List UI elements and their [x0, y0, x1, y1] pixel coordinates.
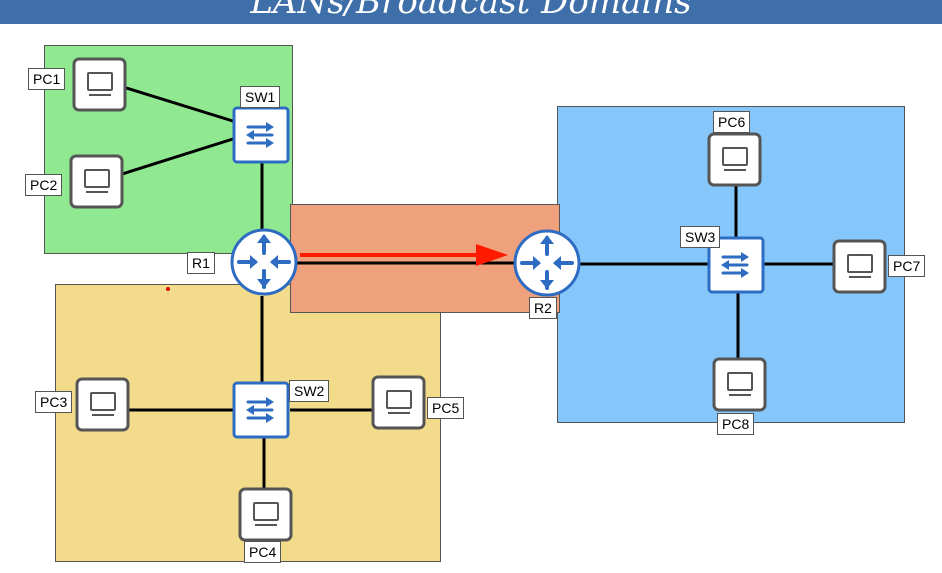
- pc7-label: PC7: [888, 255, 926, 277]
- r2-label: R2: [529, 297, 557, 319]
- sw2-label: SW2: [289, 380, 330, 402]
- sw3-label: SW3: [680, 226, 721, 248]
- sw1-label: SW1: [240, 86, 281, 108]
- pc2-label: PC2: [25, 174, 63, 196]
- red-marker-dot: [166, 287, 170, 291]
- sw1-icon[interactable]: [232, 106, 290, 164]
- sw2-icon[interactable]: [232, 381, 290, 439]
- link-pc1-sw1: [122, 85, 237, 124]
- slide-title: LANs/Broadcast Domains: [250, 0, 692, 22]
- pc6-label: PC6: [713, 111, 751, 133]
- pc8-icon[interactable]: [712, 357, 770, 415]
- pc3-label: PC3: [35, 391, 73, 413]
- pc8-label: PC8: [717, 413, 755, 435]
- pc7-icon[interactable]: [832, 239, 890, 297]
- r2-icon[interactable]: [512, 228, 582, 298]
- pc4-label: PC4: [244, 541, 282, 563]
- link-pc2-sw1: [118, 136, 237, 177]
- sw3-icon[interactable]: [707, 236, 765, 294]
- pc5-label: PC5: [427, 397, 465, 419]
- r1-label: R1: [187, 252, 215, 274]
- r1-icon[interactable]: [229, 227, 299, 297]
- pc4-icon[interactable]: [238, 487, 296, 545]
- broadcast-arrow-head: [476, 244, 508, 266]
- title-bar: LANs/Broadcast Domains: [0, 0, 942, 24]
- pc5-icon[interactable]: [371, 375, 429, 433]
- pc3-icon[interactable]: [75, 377, 133, 435]
- pc1-icon[interactable]: [72, 57, 130, 115]
- pc1-label: PC1: [28, 68, 66, 90]
- pc2-icon[interactable]: [69, 154, 127, 212]
- pc6-icon[interactable]: [707, 132, 765, 190]
